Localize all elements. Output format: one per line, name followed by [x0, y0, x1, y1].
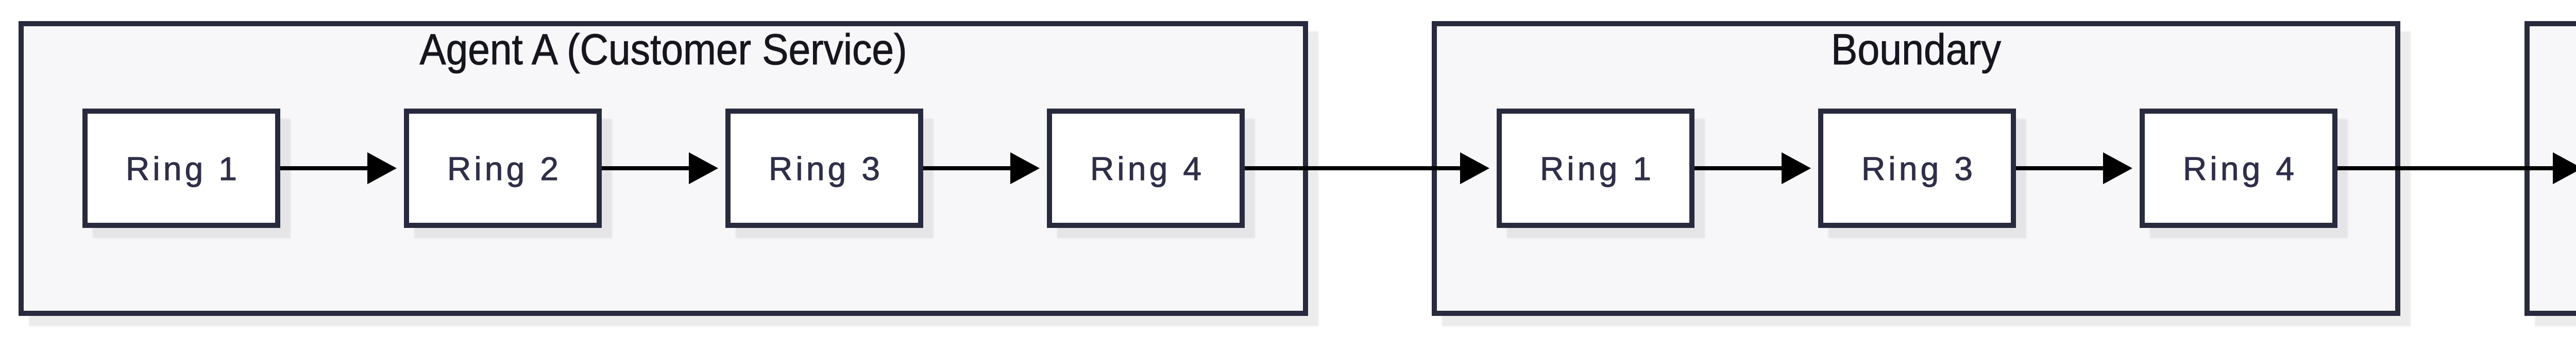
svg-text:Ring 4: Ring 4	[2183, 150, 2294, 187]
svg-text:Boundary: Boundary	[1831, 25, 2001, 74]
svg-text:Ring 3: Ring 3	[769, 150, 880, 187]
svg-text:Ring 2: Ring 2	[447, 150, 558, 187]
svg-text:Ring 3: Ring 3	[1861, 150, 1973, 187]
svg-text:Ring 1: Ring 1	[1540, 150, 1651, 187]
svg-text:Ring 4: Ring 4	[1090, 150, 1201, 187]
svg-text:Agent A (Customer Service): Agent A (Customer Service)	[420, 25, 907, 74]
svg-text:Ring 1: Ring 1	[126, 150, 237, 187]
